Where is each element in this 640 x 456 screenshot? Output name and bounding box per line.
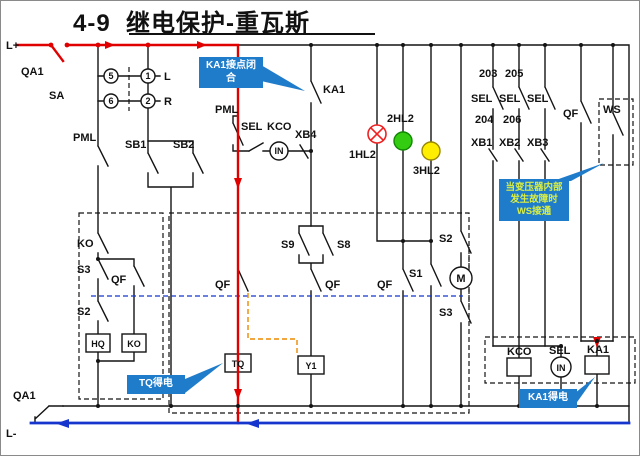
in-meter-top bbox=[269, 141, 289, 161]
label-s3-left: S3 bbox=[77, 264, 90, 276]
label-sel-bottom: SEL bbox=[549, 345, 571, 357]
label-qa1-bottom: QA1 bbox=[13, 390, 36, 402]
page-title: 4-9 继电保护-重瓦斯 bbox=[73, 10, 311, 37]
motor-symbol bbox=[449, 266, 473, 290]
lamp-2hl2-green bbox=[393, 131, 413, 151]
label-motor: M bbox=[456, 273, 465, 285]
label-kco-top: KCO bbox=[267, 121, 292, 133]
label-206: 206 bbox=[503, 114, 521, 126]
label-xb3: XB3 bbox=[527, 137, 548, 149]
label-kco-bottom: KCO bbox=[507, 346, 532, 358]
label-pml-left: PML bbox=[73, 132, 97, 144]
callout-ka1-contact: KA1接点闭合 bbox=[199, 57, 263, 88]
label-sel-top: SEL bbox=[241, 121, 263, 133]
label-in-top: IN bbox=[275, 146, 284, 156]
label-sb1: SB1 bbox=[125, 139, 146, 151]
label-pml-top: PML bbox=[215, 104, 239, 116]
sa-contact-2 bbox=[140, 93, 156, 109]
label-sa-6: 6 bbox=[108, 96, 113, 106]
label-sel-r2: SEL bbox=[499, 93, 521, 105]
label-sa-5: 5 bbox=[108, 71, 113, 81]
energized-path bbox=[15, 41, 601, 425]
label-s8: S8 bbox=[337, 239, 350, 251]
label-ko-coil: KO bbox=[127, 339, 141, 349]
sa-contact-5 bbox=[103, 68, 119, 84]
dashed-enclosures bbox=[78, 98, 636, 414]
callout-ws: 当变压器内部发生故障时WS接通 bbox=[499, 179, 569, 221]
label-qa1-top: QA1 bbox=[21, 66, 44, 78]
label-sel-r3: SEL bbox=[527, 93, 549, 105]
label-ka1-top: KA1 bbox=[323, 84, 345, 96]
label-2hl2: 2HL2 bbox=[387, 113, 414, 125]
label-sa-1: 1 bbox=[145, 71, 150, 81]
label-204: 204 bbox=[475, 114, 494, 126]
label-sel-r1: SEL bbox=[471, 93, 493, 105]
callout-tq: TQ得电 bbox=[127, 375, 185, 394]
label-s3-right: S3 bbox=[439, 307, 452, 319]
label-xb2: XB2 bbox=[499, 137, 520, 149]
label-s9: S9 bbox=[281, 239, 294, 251]
indicator-lamps bbox=[367, 124, 441, 161]
label-s2-left: S2 bbox=[77, 306, 90, 318]
label-qf-m3: QF bbox=[377, 279, 393, 291]
label-pos-l: L bbox=[164, 71, 171, 83]
coil-boxes bbox=[85, 68, 610, 378]
ko-coil-box bbox=[121, 333, 147, 353]
in-meter-bottom bbox=[550, 356, 572, 378]
label-in-bottom: IN bbox=[557, 363, 566, 373]
callout-ka1-coil: KA1得电 bbox=[519, 389, 577, 408]
label-xb1: XB1 bbox=[471, 137, 492, 149]
diagram-labels: L+ QA1 QA1 L- SA 5 1 6 2 L R PML SB1 SB2… bbox=[6, 40, 621, 440]
label-205: 205 bbox=[505, 68, 523, 80]
label-pos-r: R bbox=[164, 96, 172, 108]
label-3hl2: 3HL2 bbox=[413, 165, 440, 177]
label-s1: S1 bbox=[409, 268, 422, 280]
label-s2-right: S2 bbox=[439, 233, 452, 245]
label-203: 203 bbox=[479, 68, 497, 80]
sa-contact-1 bbox=[140, 68, 156, 84]
label-qf-m2: QF bbox=[325, 279, 341, 291]
label-ko-contact: KO bbox=[77, 238, 94, 250]
lamp-3hl2-yellow bbox=[421, 141, 441, 161]
qa1-top-blade bbox=[49, 43, 65, 63]
label-sa: SA bbox=[49, 90, 64, 102]
sa-contact-6 bbox=[103, 93, 119, 109]
ka1-coil-box bbox=[584, 355, 610, 375]
label-l-minus: L- bbox=[6, 428, 17, 440]
label-hq-coil: HQ bbox=[91, 339, 105, 349]
lamp-1hl2-red bbox=[367, 124, 387, 144]
ws-dashed-box bbox=[598, 98, 634, 166]
label-xb4: XB4 bbox=[295, 129, 317, 141]
mechanical-link-dashed bbox=[247, 293, 298, 354]
label-1hl2: 1HL2 bbox=[349, 149, 376, 161]
label-ws: WS bbox=[603, 104, 621, 116]
label-qf-left: QF bbox=[111, 274, 127, 286]
callout-pointers bbox=[185, 65, 604, 405]
label-qf-m1: QF bbox=[215, 279, 231, 291]
label-y1-coil: Y1 bbox=[305, 361, 316, 371]
negative-rail bbox=[29, 419, 631, 428]
hq-coil-box bbox=[85, 333, 111, 353]
y1-coil-box bbox=[297, 355, 325, 375]
label-sb2: SB2 bbox=[173, 139, 194, 151]
label-tq-coil: TQ bbox=[232, 359, 245, 369]
label-sa-2: 2 bbox=[145, 96, 150, 106]
label-ka1-bottom: KA1 bbox=[587, 344, 609, 356]
label-qf-right: QF bbox=[563, 108, 579, 120]
kco-coil-box bbox=[506, 357, 532, 377]
label-l-plus: L+ bbox=[6, 40, 19, 52]
